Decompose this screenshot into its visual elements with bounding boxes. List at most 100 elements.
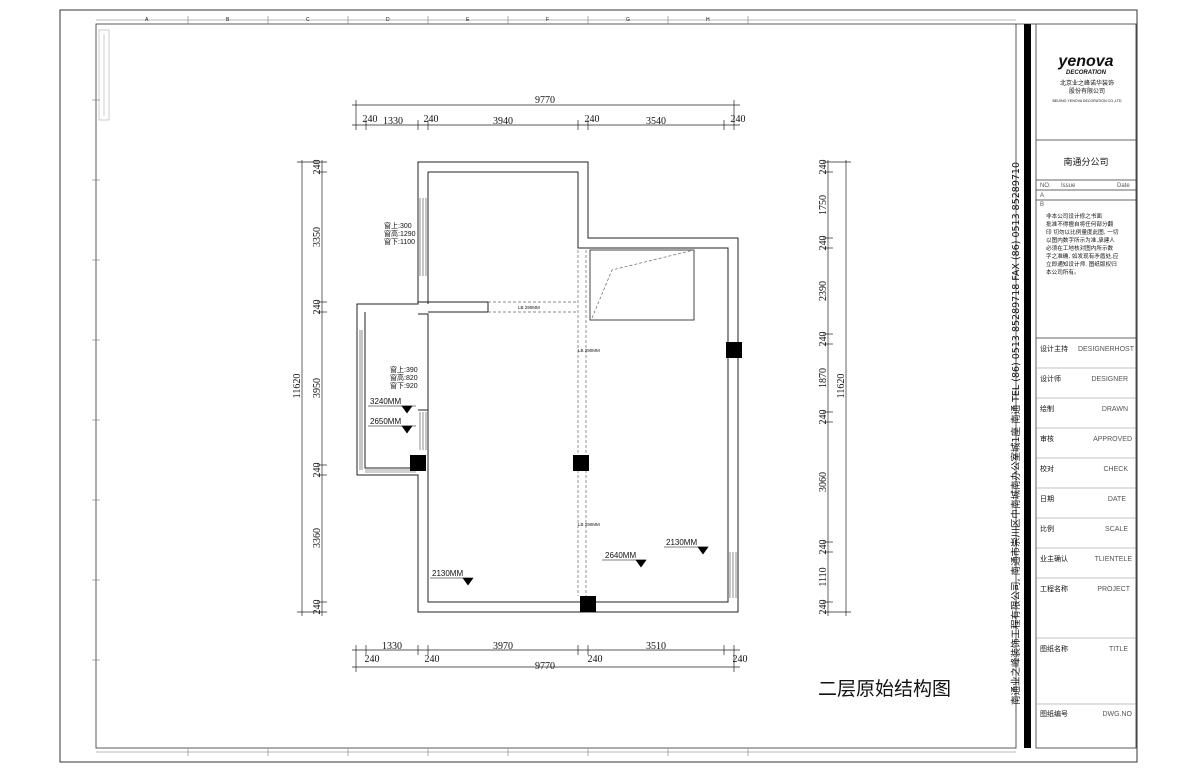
dimension-text: 240 xyxy=(818,332,829,347)
grid-letter: E xyxy=(466,17,470,23)
dimension-text: 240 xyxy=(312,600,323,615)
field-label-cn: 工程名称 xyxy=(1040,584,1068,593)
outer-wall xyxy=(356,161,739,613)
grid-letter: H xyxy=(706,17,710,23)
dimension-text: 3350 xyxy=(312,227,323,247)
dimension-text: 1750 xyxy=(818,195,829,215)
dimension-text: 2390 xyxy=(818,281,829,301)
dimension-text: 240 xyxy=(818,410,829,425)
height-label: 3240MM xyxy=(370,397,401,406)
grid-letter: A xyxy=(145,17,149,23)
field-label-cn: 绘制 xyxy=(1040,404,1054,413)
title-field-dividers xyxy=(1036,367,1136,705)
window-note: 窗下:1100 xyxy=(384,237,415,246)
company-name-en: BEIJING YENOVA DECORATION CO.,LTD xyxy=(1052,99,1121,103)
field-label-en: PROJECT xyxy=(1097,586,1130,593)
column xyxy=(410,455,426,471)
dimension-text: 240 xyxy=(818,540,829,555)
field-label-en: DWG.NO xyxy=(1102,711,1132,718)
note-line: 批准不得擅自将任何部分翻 xyxy=(1046,220,1114,228)
note-line: 印 切勿以比例量度此图, 一切 xyxy=(1046,228,1119,236)
field-label-en: TITLE xyxy=(1109,646,1128,653)
overall-dimension-top: 9770 xyxy=(535,95,555,106)
field-label-cn: 图纸编号 xyxy=(1040,709,1068,718)
dimension-text: 3970 xyxy=(493,641,513,652)
inner-wall xyxy=(364,171,729,603)
branch-name: 南通分公司 xyxy=(1063,156,1108,168)
title-block xyxy=(1016,23,1137,749)
field-label-cn: 审核 xyxy=(1040,434,1054,443)
dimension-text: 3510 xyxy=(646,641,666,652)
company-logo-sub: DECORATION xyxy=(1066,70,1107,76)
dimension-text: 240 xyxy=(818,236,829,251)
note-line: 必须在工地核对图内所示数 xyxy=(1046,244,1114,252)
dimension-text: 1330 xyxy=(383,116,403,127)
column xyxy=(726,342,742,358)
dimension-text: 240 xyxy=(312,160,323,175)
height-markers xyxy=(368,405,709,586)
dimension-text: 240 xyxy=(818,600,829,615)
dimension-lines xyxy=(297,100,851,672)
beams xyxy=(488,249,695,596)
dimension-text: 3940 xyxy=(493,116,513,127)
field-label-cn: 校对 xyxy=(1040,464,1054,473)
dimension-text: 1330 xyxy=(382,641,402,652)
field-label-cn: 图纸名称 xyxy=(1040,644,1068,653)
column xyxy=(580,596,596,612)
dimension-text: 240 xyxy=(363,114,378,125)
structural-columns xyxy=(410,342,742,612)
window-note: 窗下:920 xyxy=(390,381,418,390)
field-label-cn: 设计主持 xyxy=(1040,344,1068,353)
dimension-text: 240 xyxy=(424,114,439,125)
stair-void xyxy=(589,249,695,321)
height-label: 2130MM xyxy=(666,538,697,547)
window-note: 窗高:820 xyxy=(390,373,418,382)
overall-dimension-left: 11620 xyxy=(292,374,303,399)
company-name-cn-2: 股份有限公司 xyxy=(1069,87,1105,95)
dimension-text: 240 xyxy=(365,654,380,665)
dimension-text: 240 xyxy=(312,300,323,315)
dimension-text: 240 xyxy=(425,654,440,665)
overall-dimension-bottom: 9770 xyxy=(535,661,555,672)
field-label-cn: 设计师 xyxy=(1040,374,1061,383)
beam-label: LB 290MM xyxy=(578,522,600,527)
note-line: 字之准确, 如发现有矛盾处,应 xyxy=(1046,252,1119,260)
issue-row: A xyxy=(1040,193,1044,199)
dimension-text: 240 xyxy=(585,114,600,125)
grid-letter: B xyxy=(226,17,230,23)
dimension-text: 240 xyxy=(312,463,323,478)
company-logo: yenova xyxy=(1057,53,1113,70)
field-label-cn: 比例 xyxy=(1040,524,1054,533)
dimension-text: 3060 xyxy=(818,472,829,492)
field-label-en: CHECK xyxy=(1103,466,1128,473)
sheet-border xyxy=(59,9,1138,763)
field-label-cn: 日期 xyxy=(1040,495,1054,503)
window-note: 窗上:300 xyxy=(384,221,412,230)
overall-dimension-right: 11620 xyxy=(836,374,847,399)
height-label: 2640MM xyxy=(605,551,636,560)
dimension-text: 1870 xyxy=(818,368,829,388)
window-note: 窗高:1290 xyxy=(384,229,416,238)
title-fields: 设计主持 DESIGNERHOST 设计师 DESIGNER 绘制 DRAWN … xyxy=(1040,344,1135,718)
grid-letter: F xyxy=(546,17,549,23)
dimension-text: 240 xyxy=(733,654,748,665)
drawing-title: 二层原始结构图 xyxy=(818,678,951,700)
dimension-text: 3360 xyxy=(312,528,323,548)
dimension-text: 3540 xyxy=(646,116,666,127)
beam-label: LB 290MM xyxy=(578,348,600,353)
field-label-en: DESIGNERHOST xyxy=(1078,346,1135,353)
grid-letter: C xyxy=(306,17,310,23)
height-label: 2130MM xyxy=(432,569,463,578)
note-line: 本公司所有。 xyxy=(1046,268,1080,276)
window-note: 窗上:390 xyxy=(390,365,418,374)
note-line: 立即通知设计师. 图纸版权归 xyxy=(1046,260,1117,268)
field-label-en: SCALE xyxy=(1105,526,1128,533)
note-line: 非本公司设计修之书面 xyxy=(1046,212,1102,220)
dimension-text: 240 xyxy=(731,114,746,125)
field-label-en: APPROVED xyxy=(1093,436,1132,443)
issue-col-no: NO. xyxy=(1040,183,1051,189)
issue-col-date: Date xyxy=(1117,183,1130,189)
dimension-text: 240 xyxy=(588,654,603,665)
